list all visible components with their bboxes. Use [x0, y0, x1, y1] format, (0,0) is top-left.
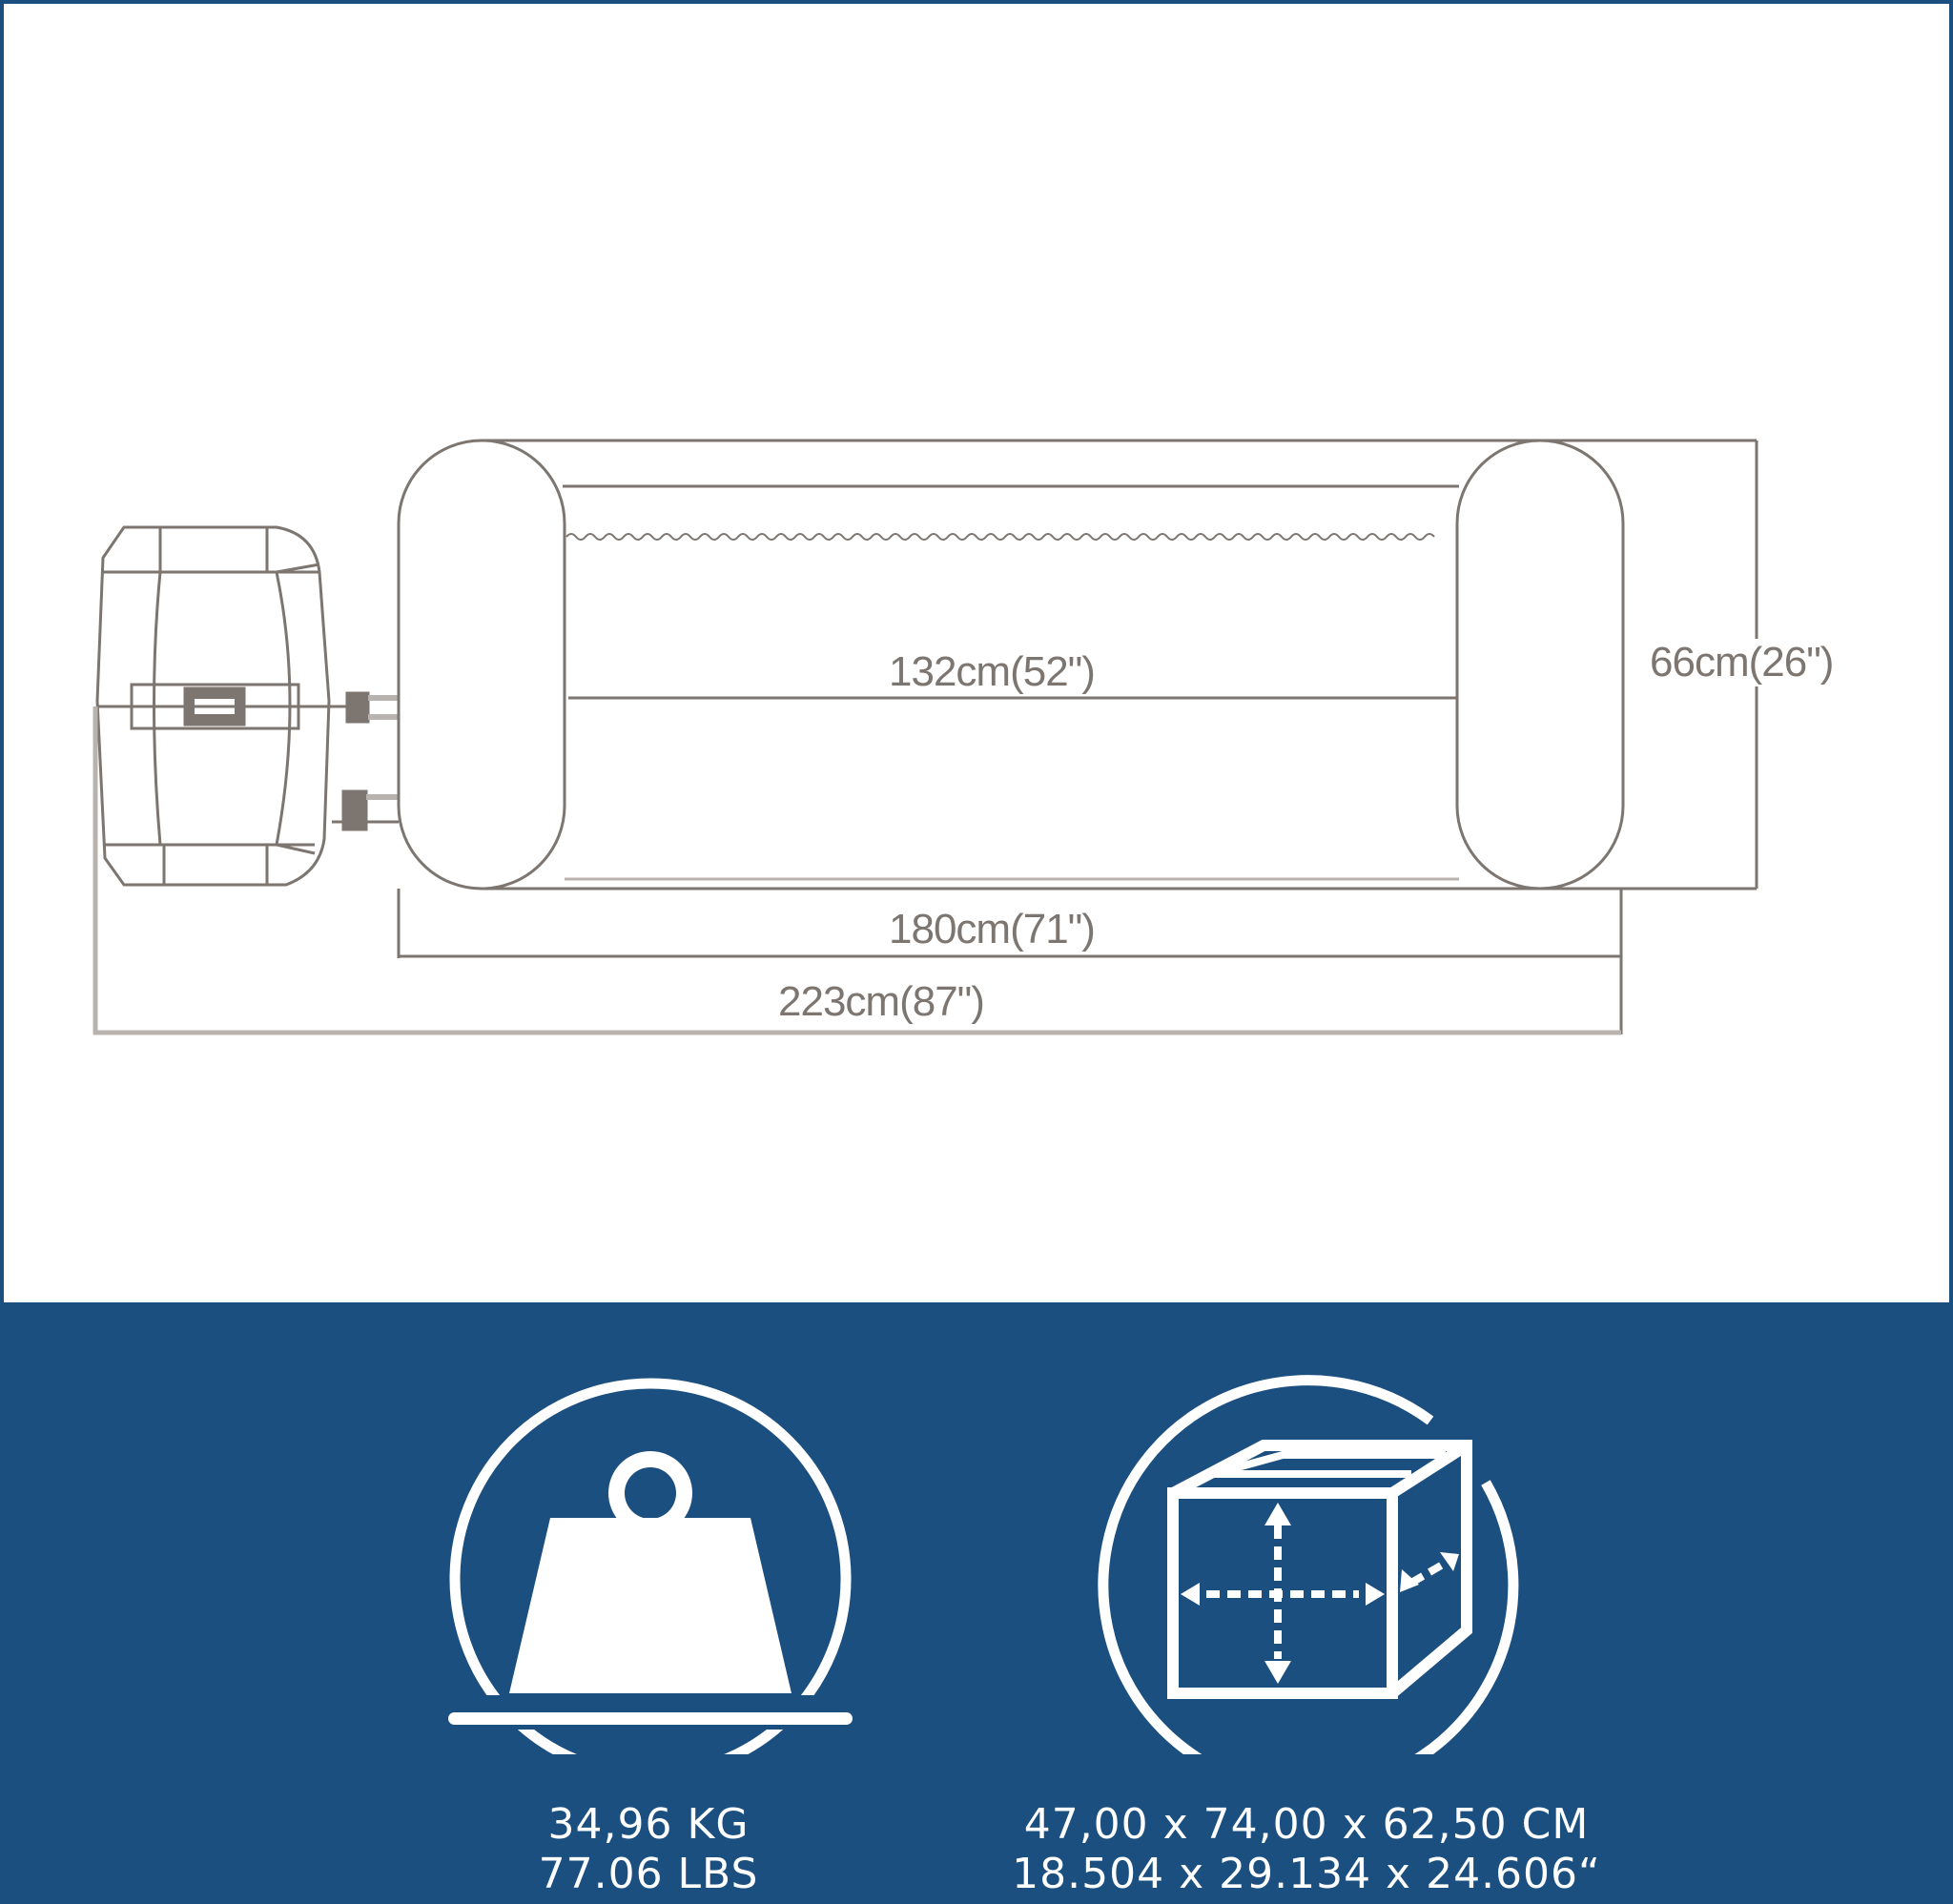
weight-text: 34,96 KG 77.06 LBS — [439, 1800, 858, 1899]
package-inches: 18.504 x 29.134 x 24.606“ — [1012, 1850, 1601, 1898]
weight-lbs: 77.06 LBS — [538, 1850, 759, 1898]
box-dimensions-icon — [1098, 1375, 1519, 1754]
weight-icon — [448, 1378, 853, 1754]
dimension-inner-length: 132cm(52") — [889, 648, 1096, 695]
dimension-total-length: 223cm(87") — [778, 978, 985, 1025]
diagram-panel: 132cm(52") 66cm(26") 180cm(71") 223cm(87… — [4, 4, 1949, 1302]
weight-spec: 34,96 KG 77.06 LBS — [439, 1302, 877, 1904]
spa-tub-drawing — [397, 439, 1757, 891]
package-text: 47,00 x 74,00 x 62,50 CM 18.504 x 29.134… — [1011, 1800, 1602, 1899]
dimension-outer-length: 180cm(71") — [889, 906, 1096, 952]
dimension-height: 66cm(26") — [1650, 639, 1834, 686]
package-spec: 47,00 x 74,00 x 62,50 CM 18.504 x 29.134… — [1011, 1302, 1621, 1904]
specs-panel: 34,96 KG 77.06 LBS — [0, 1302, 1953, 1904]
package-cm: 47,00 x 74,00 x 62,50 CM — [1023, 1800, 1590, 1849]
dimension-lines — [93, 440, 1758, 1035]
pump-unit-drawing — [95, 525, 399, 887]
spa-technical-drawing — [93, 439, 1758, 1035]
weight-kg: 34,96 KG — [547, 1800, 750, 1849]
